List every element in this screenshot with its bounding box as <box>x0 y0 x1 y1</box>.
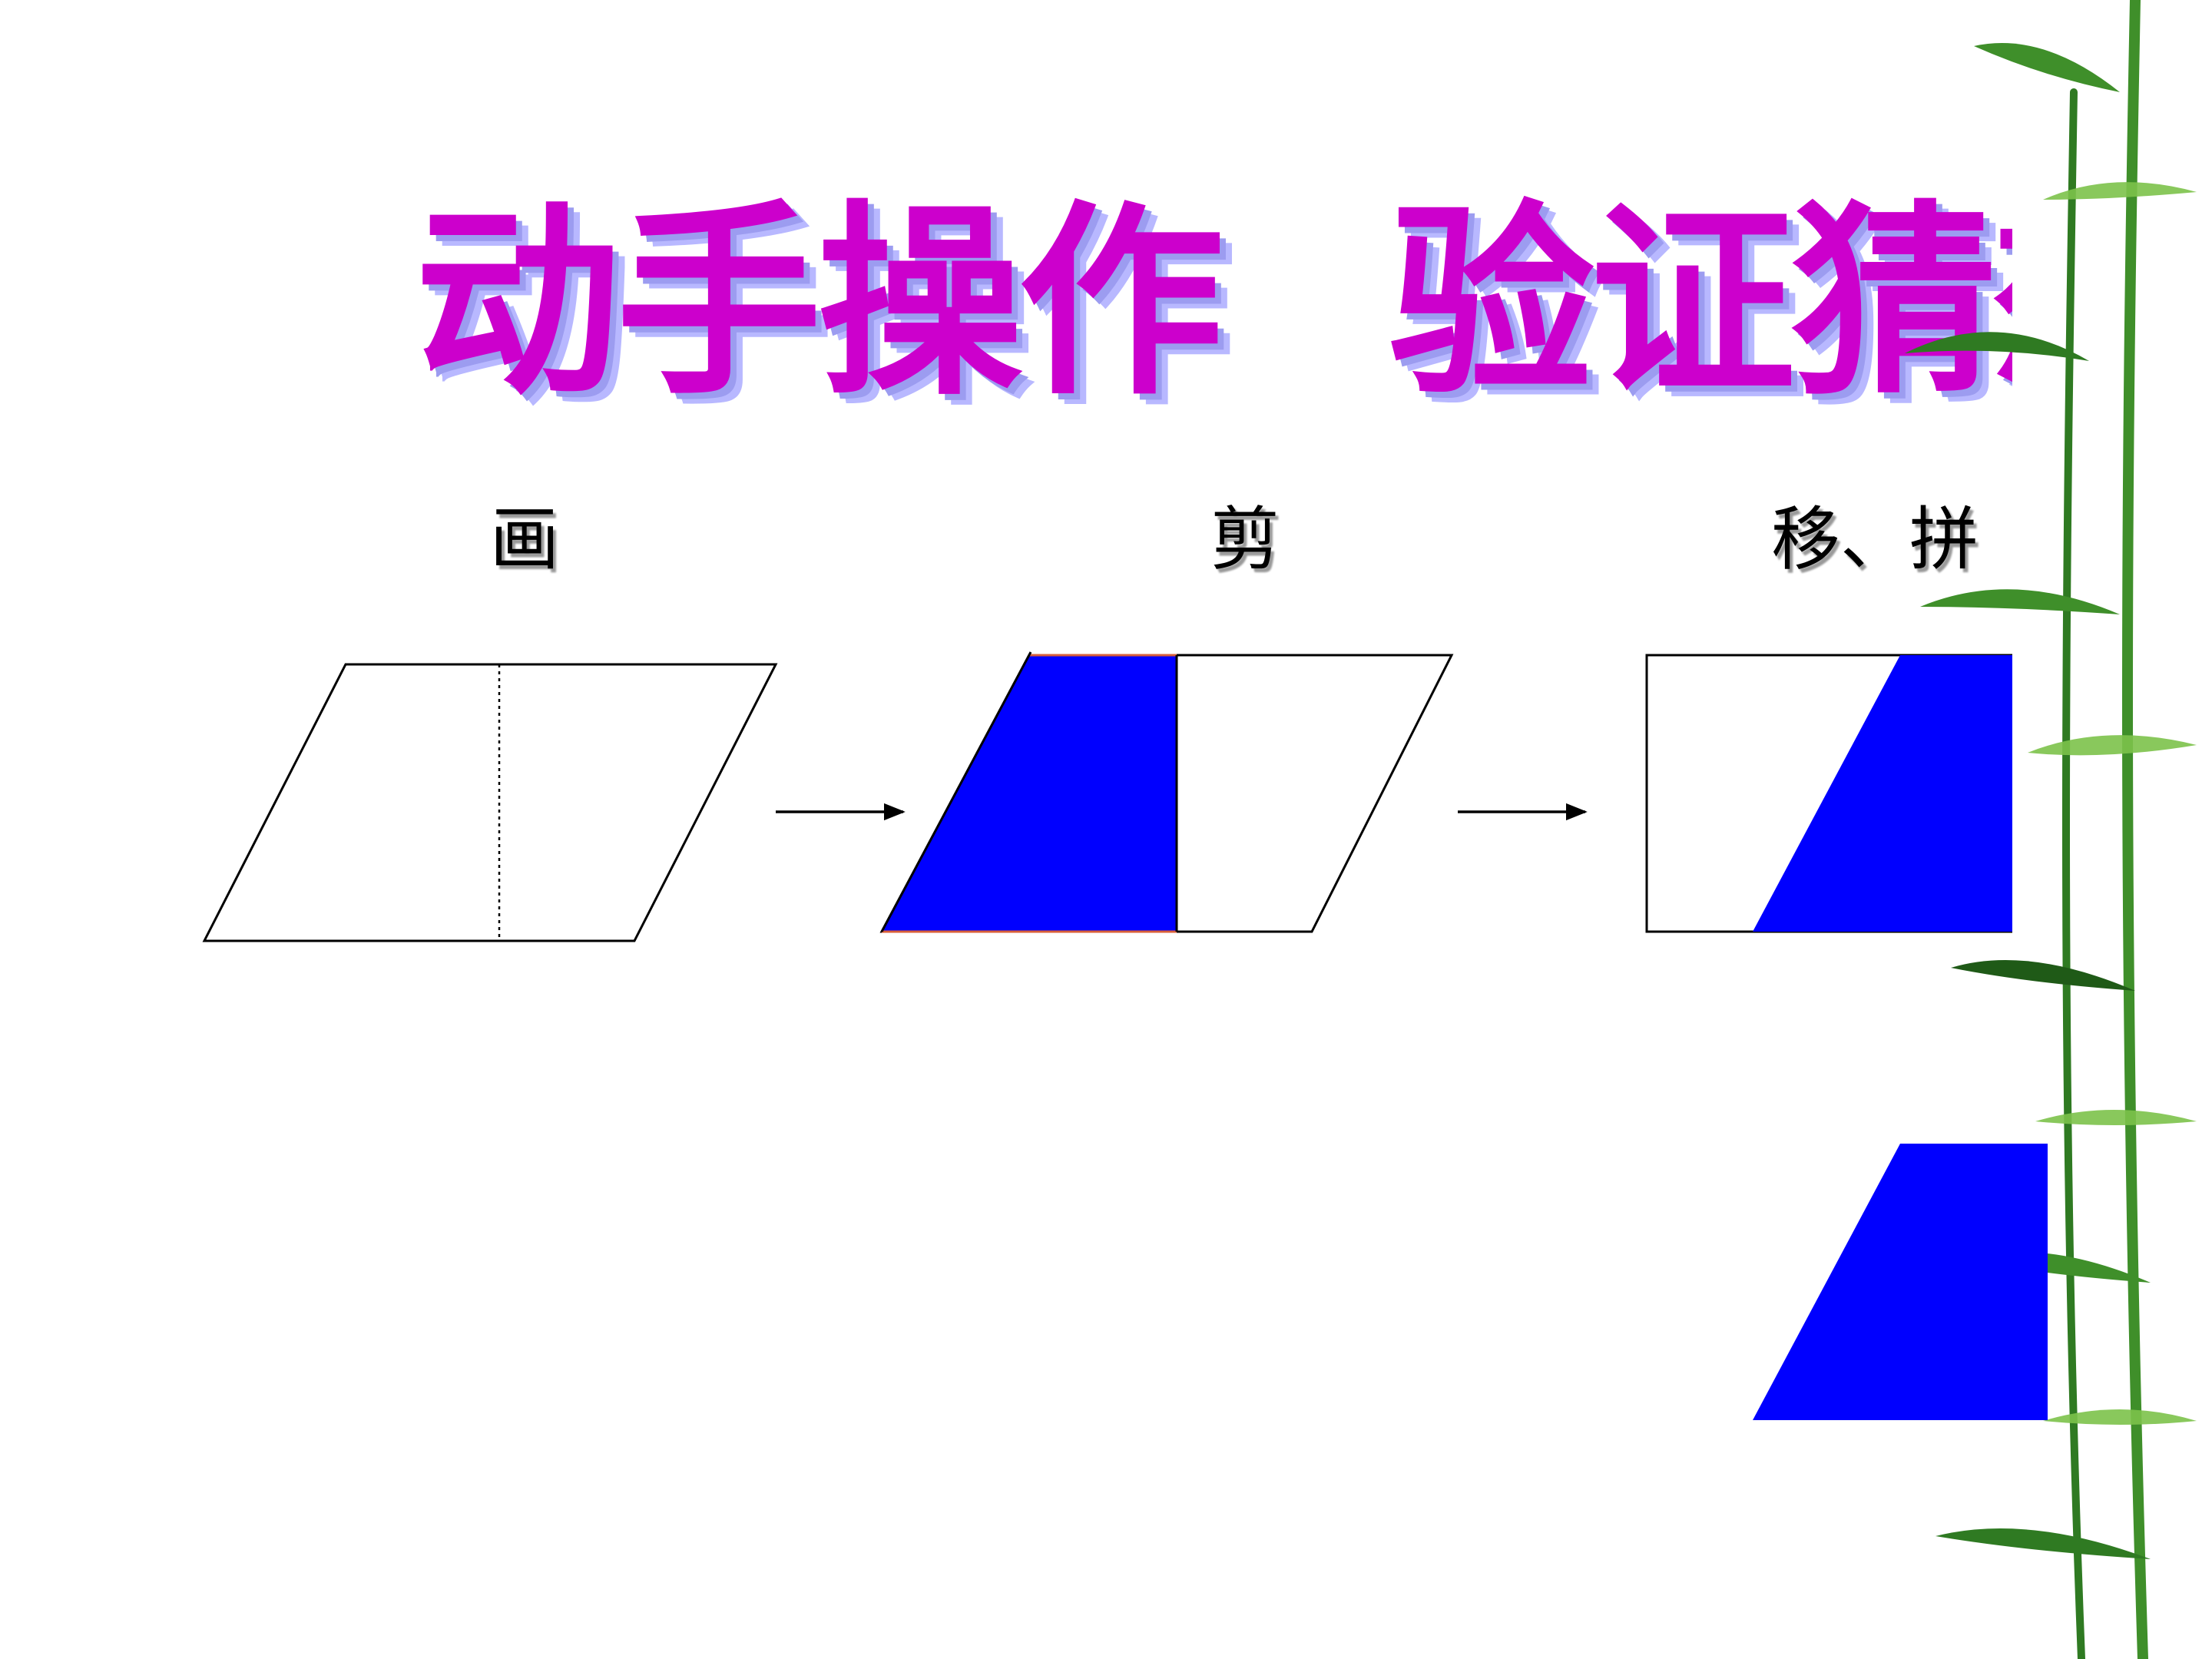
step-label-move-join: 移、拼 <box>1771 499 1979 580</box>
cut-piece-slant-edge <box>880 651 1032 932</box>
moved-piece-blue-preview <box>1753 1144 2048 1420</box>
cut-piece-blue <box>882 655 1177 932</box>
parallelogram-original <box>202 663 778 942</box>
title-part-1: 动手操作 <box>415 184 1224 423</box>
step-label-draw: 画 <box>490 499 559 580</box>
step-label-cut: 剪 <box>1210 499 1280 580</box>
moved-piece-blue <box>1753 655 2048 932</box>
